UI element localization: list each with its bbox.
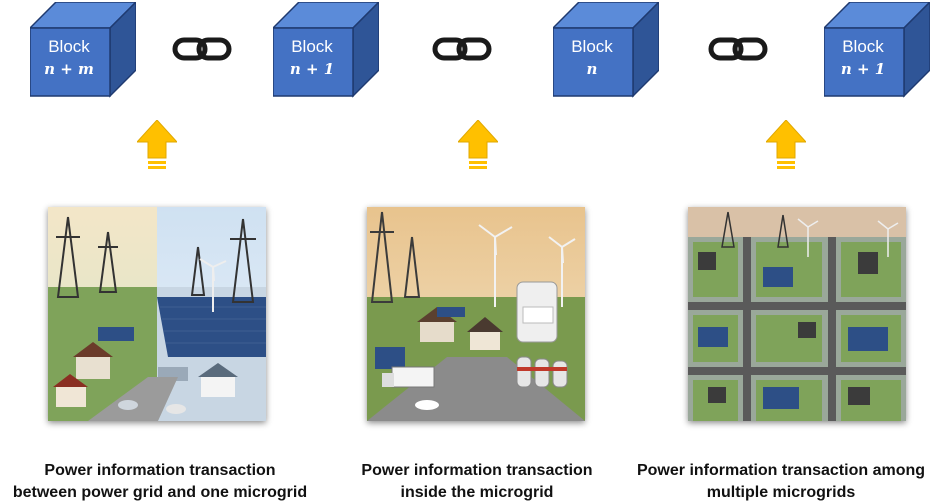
caption-multiple-microgrids: Power information transaction among mult… (621, 460, 941, 504)
inside-microgrid-illustration (367, 207, 585, 421)
grid-microgrid-illustration (48, 207, 266, 421)
chain-link-icon (432, 34, 492, 64)
block-label: Block (48, 37, 90, 56)
caption-line: Power information transaction among (636, 462, 926, 479)
block-n: Block n (553, 2, 659, 98)
block-label: Block (842, 37, 884, 56)
up-arrow-icon (456, 119, 500, 172)
block-n-plus-m: Block n + m (30, 2, 136, 98)
block-label: Block (291, 37, 333, 56)
block-index: n + 1 (289, 60, 335, 78)
block-n-plus-1-left: Block n + 1 (273, 2, 379, 98)
caption-line: Power information transaction (361, 462, 593, 479)
chain-link-icon (172, 34, 232, 64)
caption-line: between power grid and one microgrid (12, 484, 308, 501)
caption-line: Power information transaction (44, 462, 276, 479)
block-index: n + 1 (840, 60, 886, 78)
block-index: n + m (44, 60, 94, 78)
block-label: Block (571, 37, 613, 56)
caption-inside-microgrid: Power information transaction inside the… (317, 460, 637, 504)
caption-line: inside the microgrid (400, 484, 554, 501)
caption-grid-microgrid: Power information transaction between po… (0, 460, 320, 504)
up-arrow-icon (135, 119, 179, 172)
block-index: n (586, 60, 598, 78)
up-arrow-icon (764, 119, 808, 172)
caption-line: multiple microgrids (706, 484, 856, 501)
block-n-plus-1-right: Block n + 1 (824, 2, 930, 98)
multiple-microgrids-illustration (688, 207, 906, 421)
chain-link-icon (708, 34, 768, 64)
